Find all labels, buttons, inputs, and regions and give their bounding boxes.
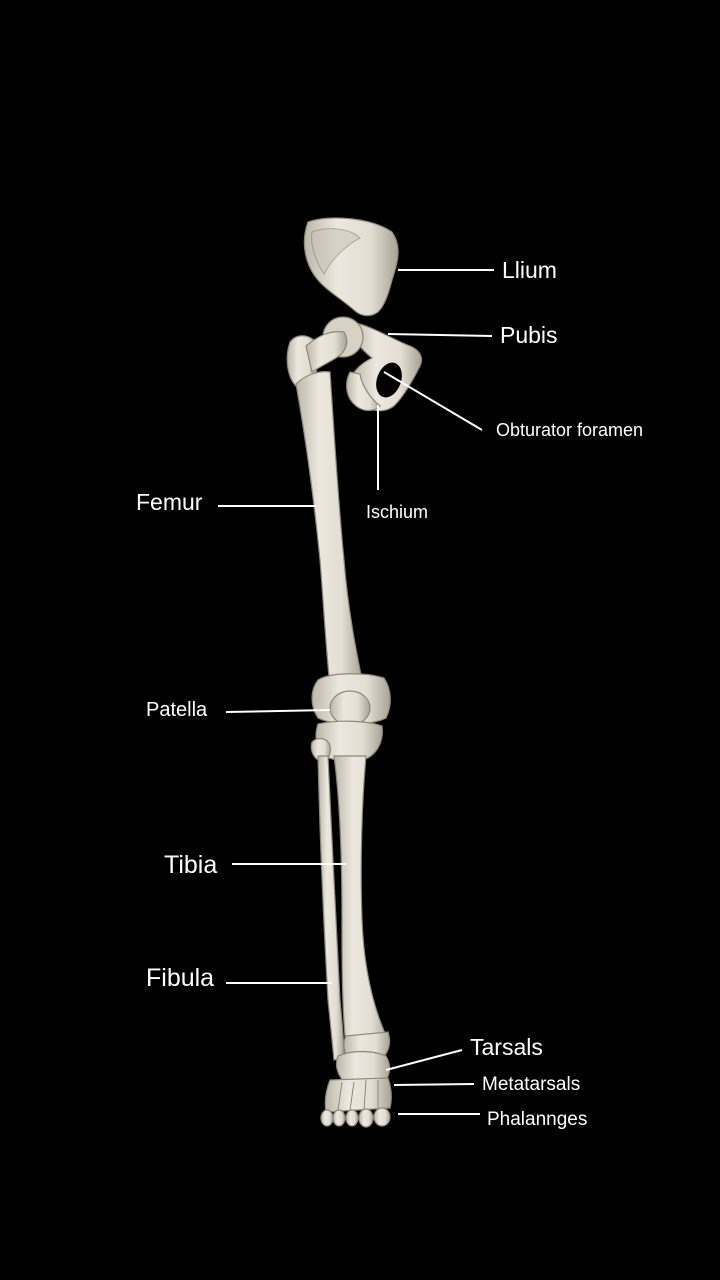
metatarsal-gap-1 <box>337 1081 343 1111</box>
patella-label: Patella <box>146 699 208 721</box>
metatarsal-bones <box>324 1077 392 1113</box>
phalanx-5 <box>373 1107 391 1127</box>
ilium-label: Llium <box>502 257 557 283</box>
femur-shaft <box>295 371 363 687</box>
metatarsals-leader <box>393 1083 475 1086</box>
pubis-label: Pubis <box>500 322 558 348</box>
patella-bone <box>329 690 371 726</box>
metatarsals-label: Metatarsals <box>482 1074 580 1095</box>
ischium-bone <box>346 371 381 412</box>
leader-lines <box>218 269 494 1115</box>
tarsals-label: Tarsals <box>470 1034 543 1060</box>
obturator-foramen-label: Obturator foramen <box>496 420 643 440</box>
tibia-shaft <box>333 755 389 1047</box>
phalanx-2 <box>332 1109 346 1127</box>
fibula-label: Fibula <box>146 964 214 992</box>
tibia-label: Tibia <box>164 851 217 879</box>
metatarsal-gap-2 <box>349 1081 355 1111</box>
obturator-foramen-leader <box>383 371 483 431</box>
ilium-crest-shadow <box>311 228 361 275</box>
tarsals-leader <box>385 1049 463 1071</box>
foot-bones <box>320 1050 392 1128</box>
phalanx-4 <box>358 1108 374 1128</box>
tarsal-bones <box>335 1050 391 1085</box>
obturator-foramen-hole <box>376 362 402 398</box>
phalanx-1 <box>320 1109 334 1127</box>
pubis-leader <box>387 333 493 337</box>
labels: Llium Pubis Obturator foramen Ischium Fe… <box>136 257 643 1130</box>
femur-neck <box>305 331 348 373</box>
phalanx-3 <box>345 1109 359 1127</box>
patella-leader <box>225 709 331 713</box>
phalanges-label: Phalannges <box>487 1109 587 1130</box>
ischium-label: Ischium <box>366 502 428 522</box>
metatarsal-gap-3 <box>363 1079 367 1111</box>
femur-label: Femur <box>136 489 203 515</box>
